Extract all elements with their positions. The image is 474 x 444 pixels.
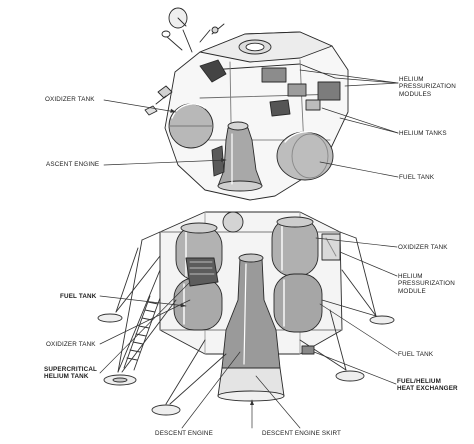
descent-engine (217, 253, 285, 402)
antenna-small (161, 30, 183, 51)
label-fuel-tank-descent-right: FUEL TANK (398, 351, 434, 358)
label-descent-engine: DESCENT ENGINE (155, 430, 213, 437)
descent-helium-module (321, 233, 341, 261)
descent-fuel-tank-right (273, 273, 323, 333)
ascent-engine (217, 121, 263, 192)
label-oxidizer-tank-descent-left: OXIDIZER TANK (46, 341, 96, 348)
landing-leg-rear-left (97, 247, 161, 323)
label-supercritical-helium-tank: SUPERCRITICAL HELIUM TANK (44, 366, 98, 381)
ascent-oxidizer-tank (168, 103, 214, 149)
supercritical-helium-tank (185, 257, 219, 287)
ascent-stage (144, 7, 349, 201)
landing-leg-front-center (151, 339, 227, 416)
label-helium-pressurization-module: HELIUM PRESSURIZATION MODULE (398, 273, 455, 295)
ascent-helium-modules (261, 67, 341, 111)
leader-arrows (170, 108, 254, 405)
label-fuel-tank-descent-left: FUEL TANK (60, 293, 97, 300)
label-helium-pressurization-modules: HELIUM PRESSURIZATION MODULES (399, 76, 456, 98)
label-descent-engine-skirt: DESCENT ENGINE SKIRT (262, 430, 342, 437)
landing-leg-front-left (103, 231, 177, 386)
leader-lines (99, 69, 399, 429)
label-fuel-helium-heat-exchanger: FUEL/HELIUM HEAT EXCHANGER (397, 378, 458, 393)
ascent-fuel-tank (276, 130, 334, 181)
landing-leg-front-right (321, 231, 395, 325)
ladder (123, 295, 161, 371)
descent-stage (97, 211, 395, 416)
antenna-dish (168, 7, 193, 53)
descent-oxidizer-tank-right (271, 216, 319, 277)
label-ascent-engine: ASCENT ENGINE (46, 161, 100, 168)
descent-top-port (222, 211, 244, 233)
label-fuel-tank-ascent: FUEL TANK (399, 174, 435, 181)
label-oxidizer-tank-descent-right: OXIDIZER TANK (398, 244, 448, 251)
antenna-right (199, 23, 225, 43)
label-oxidizer-tank-ascent: OXIDIZER TANK (45, 96, 95, 103)
heat-exchanger (301, 345, 315, 355)
landing-leg-rear-right (299, 309, 365, 382)
label-helium-tanks: HELIUM TANKS (399, 130, 447, 137)
